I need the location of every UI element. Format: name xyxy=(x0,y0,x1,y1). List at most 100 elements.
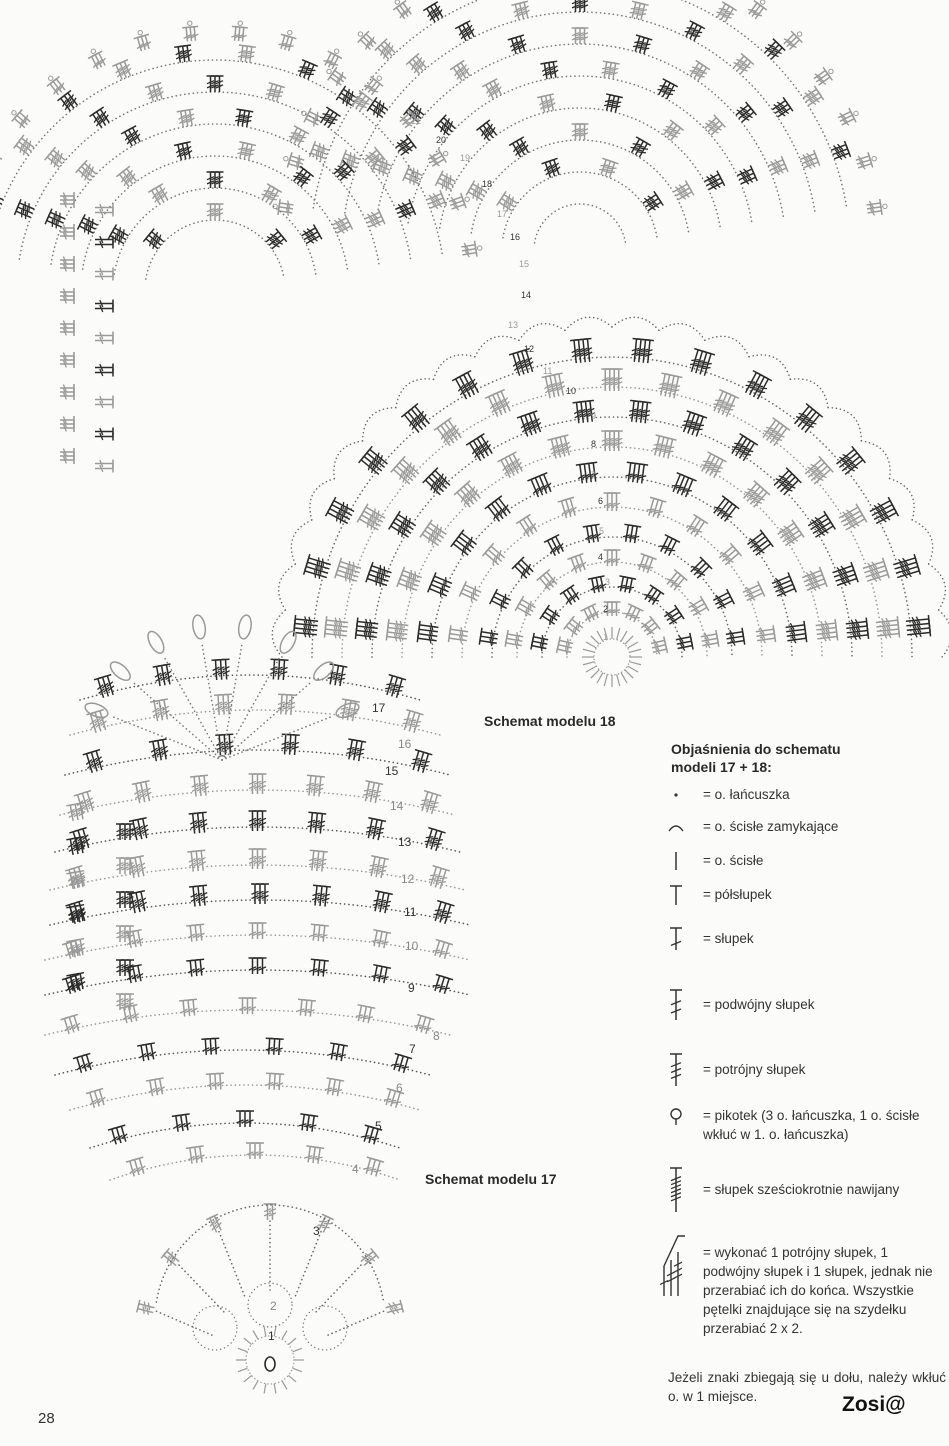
stitch-symbol xyxy=(581,28,589,44)
stitch-symbol xyxy=(296,999,306,1016)
row-chain xyxy=(55,1050,430,1075)
stitch-symbol xyxy=(249,998,257,1014)
stitch-post xyxy=(176,1116,178,1132)
stitch-post xyxy=(546,96,549,112)
stitch-symbol xyxy=(576,124,584,140)
stitch-post xyxy=(315,886,317,906)
stitch-post xyxy=(198,886,200,906)
stitch-symbol xyxy=(436,976,448,994)
stitch-top xyxy=(248,46,256,47)
stitch-top xyxy=(586,400,594,401)
stitch-post xyxy=(384,967,387,983)
row-number: 1 xyxy=(603,632,608,642)
stitch-top xyxy=(445,418,451,423)
stitch-symbol xyxy=(60,328,74,336)
stitch-top xyxy=(546,94,554,96)
stitch-post xyxy=(138,965,141,981)
stitch-symbol xyxy=(207,76,215,92)
ring-stitch xyxy=(282,1331,287,1340)
stitch-symbol xyxy=(60,196,74,204)
stitch-top xyxy=(326,616,327,624)
stitch-symbol xyxy=(113,1127,125,1145)
stitch-post xyxy=(637,464,639,483)
stitch-symbol xyxy=(309,924,319,941)
stitch-top xyxy=(182,1114,190,1115)
stitch-post xyxy=(757,638,775,641)
stitch-symbol xyxy=(211,172,219,188)
picot-mark xyxy=(760,0,764,4)
stitch-post xyxy=(183,46,185,62)
row-number: 19 xyxy=(460,153,470,163)
stitch-top xyxy=(431,2,438,6)
stitch-symbol xyxy=(246,1143,254,1159)
stitch-top xyxy=(583,338,591,339)
stitch-post xyxy=(310,813,312,833)
stitch-post xyxy=(331,1044,334,1060)
stitch-post xyxy=(440,977,445,992)
stitch-top xyxy=(533,633,535,641)
stitch-symbol xyxy=(306,1000,316,1017)
picot-mark xyxy=(854,111,858,115)
stitch-post xyxy=(450,634,468,637)
stitch-post xyxy=(315,813,317,833)
chain-line xyxy=(296,1231,322,1295)
stitch-top xyxy=(644,402,652,403)
ring-stitch xyxy=(253,1381,258,1390)
stitch-symbol xyxy=(95,268,113,276)
stitch-symbol xyxy=(604,493,612,511)
petal-loop xyxy=(303,1306,347,1350)
ring-stitch xyxy=(617,628,620,640)
stitch-top xyxy=(240,27,248,28)
stitch-symbol xyxy=(254,923,262,939)
stitch-post xyxy=(305,1000,307,1016)
stitch-top xyxy=(134,930,142,932)
chain-arc xyxy=(342,387,882,657)
stitch-top xyxy=(669,438,677,440)
stitch-top xyxy=(183,45,191,46)
row-number: 4 xyxy=(598,552,603,562)
stitch-symbol xyxy=(196,959,206,976)
start-ring xyxy=(594,639,630,675)
stitch-post xyxy=(312,1116,314,1132)
stitch-post xyxy=(69,1017,74,1032)
stitch-symbol xyxy=(604,550,612,566)
row-number: 14 xyxy=(521,290,531,300)
edge-scallop xyxy=(272,610,285,657)
stitch-post xyxy=(195,1147,197,1163)
picot-mark xyxy=(49,76,53,80)
stitch-symbol xyxy=(400,1056,412,1074)
stitch-top xyxy=(378,820,386,822)
stitch-post xyxy=(426,1019,431,1034)
stitch-top xyxy=(189,999,197,1000)
stitch-top xyxy=(136,1157,144,1159)
stitch-post xyxy=(506,643,522,646)
stitch-post xyxy=(714,460,723,478)
picot-mark xyxy=(358,32,362,36)
stitch-post xyxy=(190,1148,192,1164)
stitch-post xyxy=(651,640,665,643)
stitch-post xyxy=(160,1079,163,1095)
ring-stitch xyxy=(625,670,633,678)
edge-scallop xyxy=(519,324,565,341)
stitch-top xyxy=(666,645,668,653)
stitch-post xyxy=(727,641,744,644)
stitch-symbol xyxy=(316,813,326,834)
stitch-post xyxy=(507,634,523,637)
stitch-post xyxy=(587,526,590,543)
stitch-symbol xyxy=(95,300,113,308)
stitch-top xyxy=(458,60,465,64)
stitch-symbol xyxy=(95,401,113,409)
stitch-post xyxy=(726,632,743,635)
ring-stitch xyxy=(628,666,638,672)
stitch-post xyxy=(193,814,195,834)
stitch-symbol xyxy=(395,1055,407,1073)
stitch-symbol xyxy=(572,0,580,12)
chain-arc xyxy=(146,220,284,279)
stitch-post xyxy=(867,203,881,205)
picot-mark xyxy=(12,111,16,115)
stitch-post xyxy=(313,960,315,976)
stitch-top xyxy=(760,5,766,10)
stitch-post xyxy=(379,966,382,982)
stitch-post xyxy=(596,578,599,593)
stitch-post xyxy=(318,925,320,941)
